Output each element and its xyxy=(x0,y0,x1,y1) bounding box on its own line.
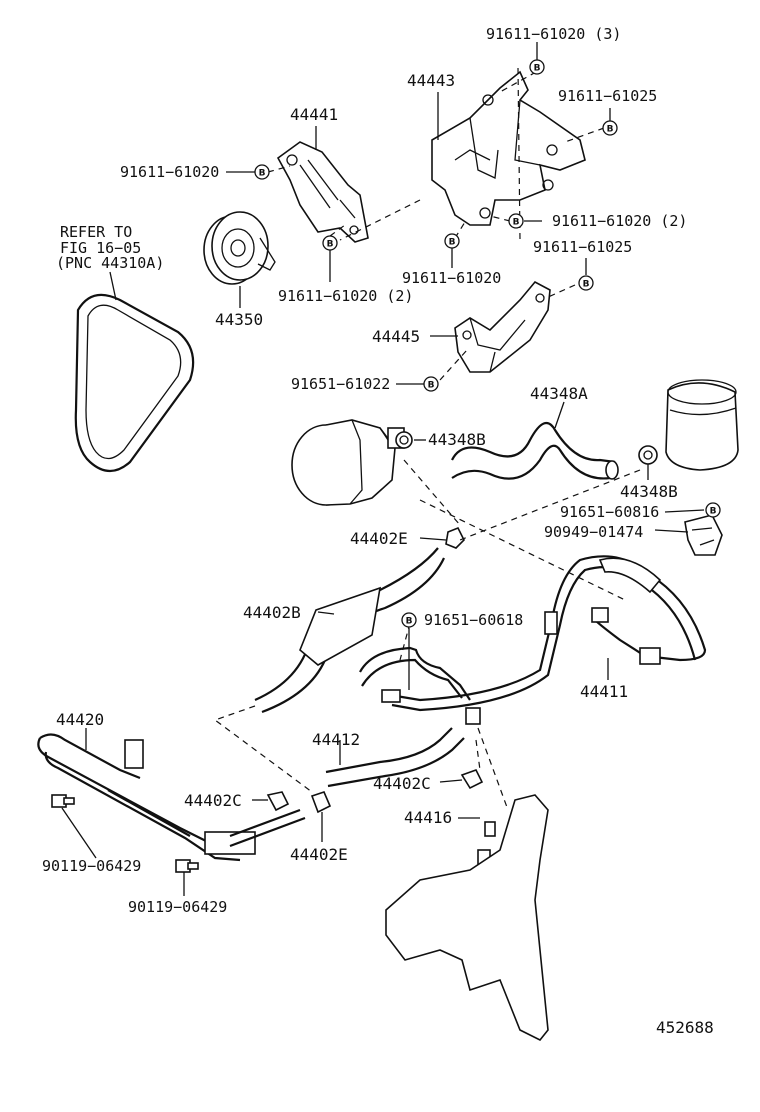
bolt-marker-91611-61020-a: B xyxy=(254,164,270,180)
label-44348B-a: 44348B xyxy=(428,430,486,449)
bracket-44441 xyxy=(276,141,369,243)
svg-text:B: B xyxy=(449,238,456,248)
bolt-marker-91611-61020-b: B xyxy=(444,233,460,249)
label-refer-pnc: (PNC 44310A) xyxy=(56,254,164,272)
svg-text:B: B xyxy=(513,218,520,228)
svg-text:B: B xyxy=(607,125,614,135)
label-91651-61022: 91651−61022 xyxy=(291,375,390,393)
label-91611-61025-b: 91611−61025 xyxy=(533,238,632,256)
label-90119-06429-a: 90119−06429 xyxy=(42,857,141,875)
label-91611-61020-2a: 91611−61020 (2) xyxy=(552,212,687,230)
bolt-marker-91651-60618: B xyxy=(401,612,417,628)
label-44402B: 44402B xyxy=(243,603,301,622)
power-steering-pump xyxy=(291,419,405,506)
bolt-90119-06429-a xyxy=(51,794,75,808)
label-44402C-b: 44402C xyxy=(373,774,431,793)
assembly-dashed-lines xyxy=(213,67,641,811)
label-91611-61025-a: 91611−61025 xyxy=(558,87,657,105)
label-44350: 44350 xyxy=(215,310,263,329)
bolt-marker-91611-61020-2a: B xyxy=(508,213,524,229)
label-90949-01474: 90949−01474 xyxy=(544,523,643,541)
label-91651-60618: 91651−60618 xyxy=(424,611,523,629)
svg-text:B: B xyxy=(428,381,435,391)
bolt-marker-91611-61025-a: B xyxy=(602,120,618,136)
idler-pulley-44350 xyxy=(203,211,276,285)
label-44441: 44441 xyxy=(290,105,338,124)
leader-lines xyxy=(61,42,705,896)
clamp-44348B-left xyxy=(395,431,413,449)
bolt-marker-91651-60816: B xyxy=(705,502,721,518)
drive-belt xyxy=(74,293,195,473)
bolt-marker-91611-61020-2b: B xyxy=(322,235,338,251)
svg-text:B: B xyxy=(710,507,717,517)
label-44348A: 44348A xyxy=(530,384,588,403)
label-44402E-b: 44402E xyxy=(290,845,348,864)
bolt-marker-91611-61025-b: B xyxy=(578,275,594,291)
hose-44348A xyxy=(451,421,616,464)
part-labels: 91611−61020 (3) 44443 91611−61025 44441 … xyxy=(42,25,714,1037)
hose-44412 xyxy=(325,727,453,774)
label-44416: 44416 xyxy=(404,808,452,827)
label-44402C-a: 44402C xyxy=(184,791,242,810)
clamp-44348B-right xyxy=(638,445,658,465)
label-44348B-b: 44348B xyxy=(620,482,678,501)
clip-90949-01474 xyxy=(684,514,723,556)
oil-reservoir xyxy=(665,379,739,471)
diagram-number: 452688 xyxy=(656,1018,714,1037)
label-44420: 44420 xyxy=(56,710,104,729)
label-44411: 44411 xyxy=(580,682,628,701)
label-refer-fig: FIG 16−05 xyxy=(60,239,141,257)
bracket-44445 xyxy=(454,280,551,373)
label-91651-60816: 91651−60816 xyxy=(560,503,659,521)
svg-text:B: B xyxy=(327,240,334,250)
clamp-44402C-right xyxy=(460,769,484,790)
label-91611-61020-2b: 91611−61020 (2) xyxy=(278,287,413,305)
bracket-44443 xyxy=(431,70,586,226)
label-91611-61020-b: 91611−61020 xyxy=(402,269,501,287)
label-44402E-a: 44402E xyxy=(350,529,408,548)
svg-text:B: B xyxy=(259,169,266,179)
label-44443: 44443 xyxy=(407,71,455,90)
svg-text:B: B xyxy=(406,617,413,627)
oil-cooler-44420 xyxy=(37,733,306,862)
clamp-44402C-left xyxy=(266,791,290,812)
steering-gear xyxy=(385,794,549,1042)
label-91611-61020-3: 91611−61020 (3) xyxy=(486,25,621,43)
label-refer-to: REFER TO xyxy=(60,223,132,241)
label-90119-06429-b: 90119−06429 xyxy=(128,898,227,916)
bolt-marker-91651-61022: B xyxy=(423,376,439,392)
clamp-44402E-top xyxy=(445,526,465,549)
clamp-44402E-bottom xyxy=(310,791,332,814)
bolt-90119-06429-b xyxy=(175,859,199,873)
svg-text:B: B xyxy=(583,280,590,290)
bolt-marker-91611-61020-3: B xyxy=(529,59,545,75)
label-44445: 44445 xyxy=(372,327,420,346)
label-91611-61020-a: 91611−61020 xyxy=(120,163,219,181)
svg-text:B: B xyxy=(534,64,541,74)
label-44412: 44412 xyxy=(312,730,360,749)
